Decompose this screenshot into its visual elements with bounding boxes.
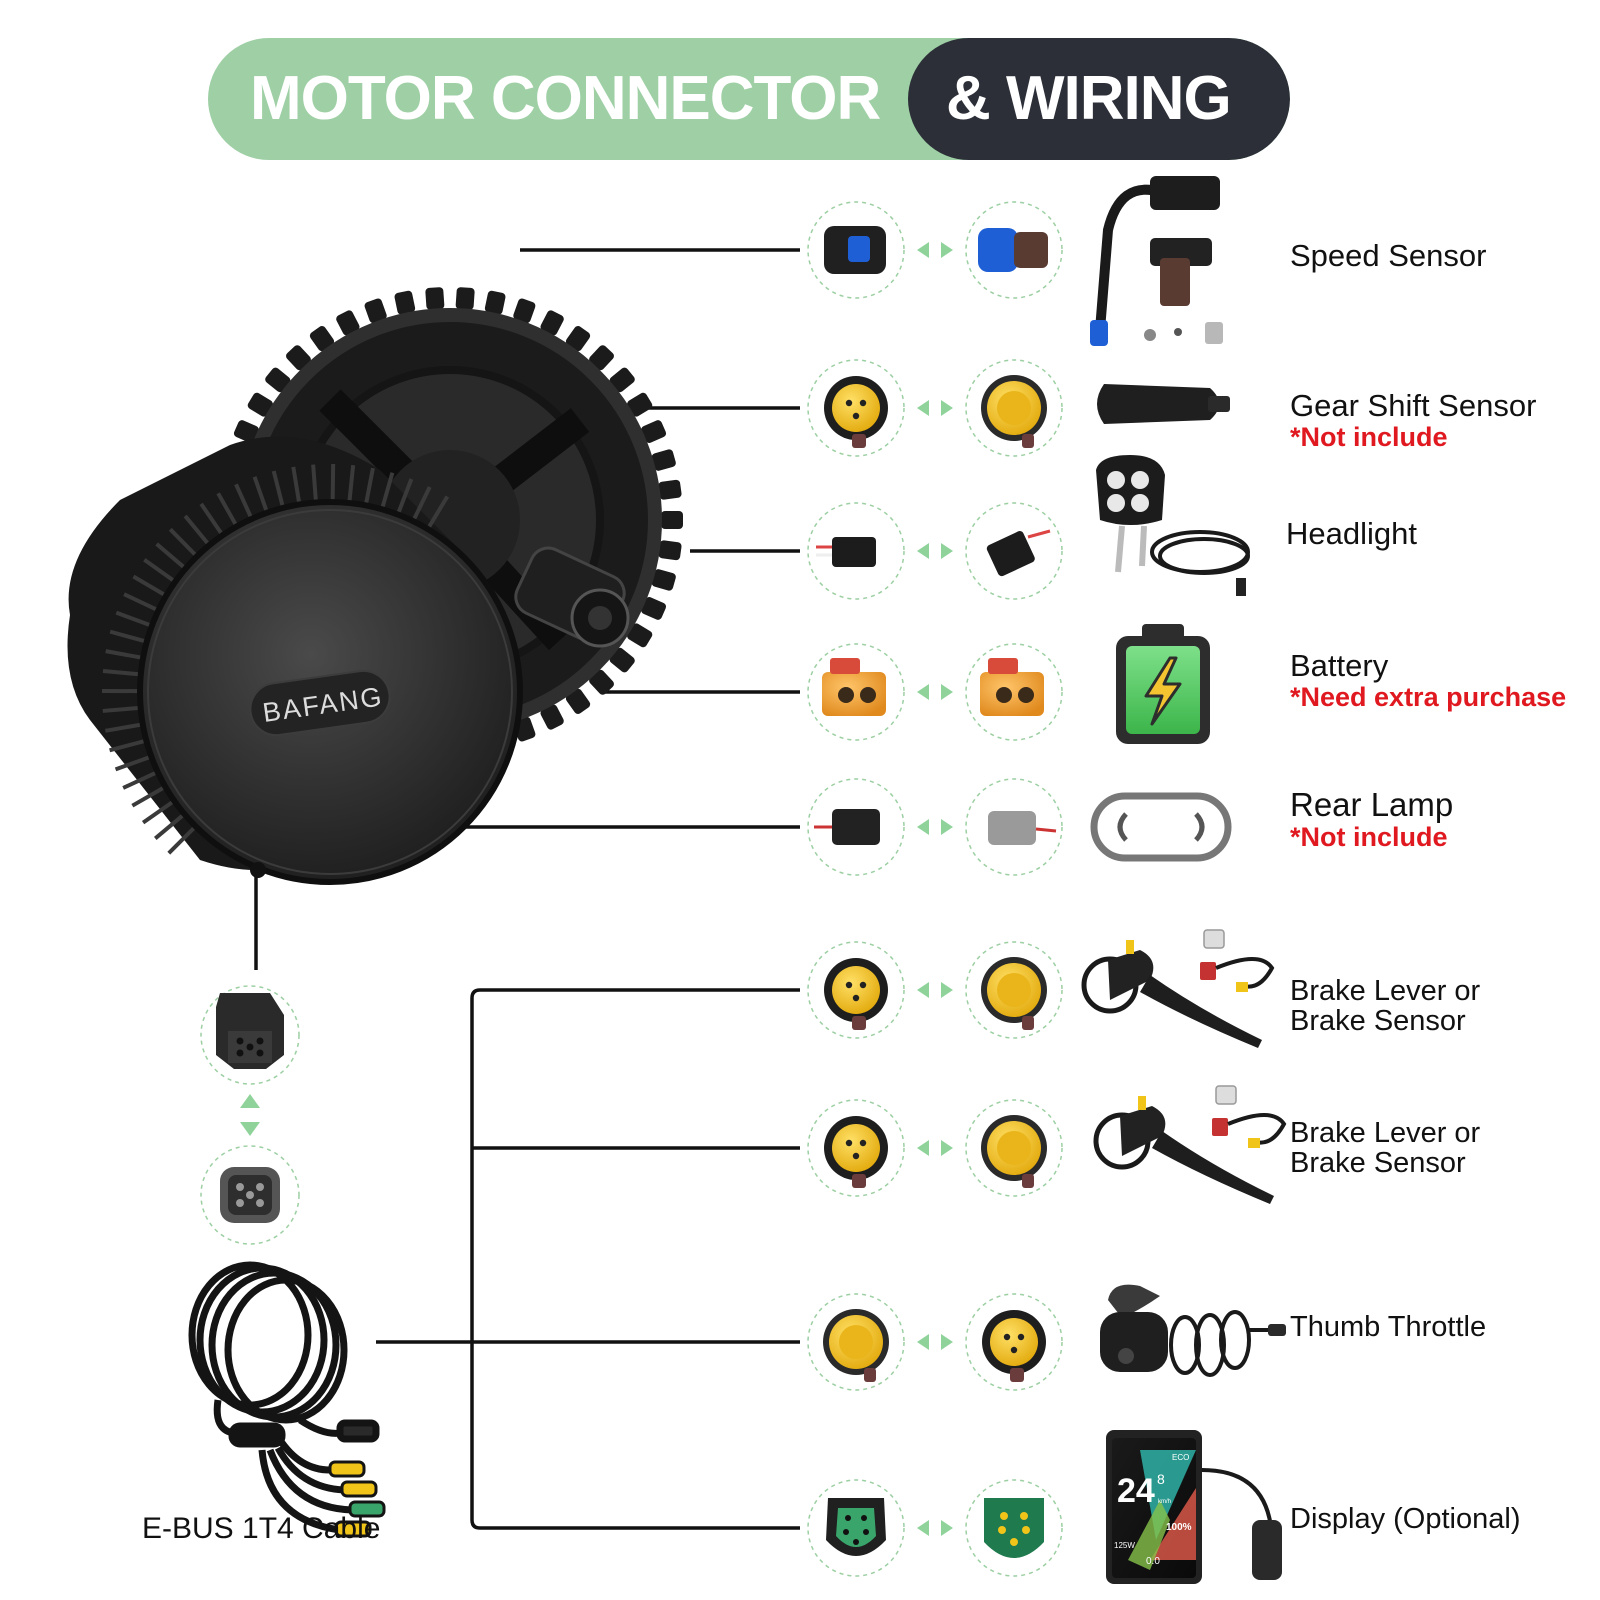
label-brake-1: Brake Lever or Brake Sensor: [1290, 976, 1480, 1037]
connector-pair-battery: [807, 643, 1063, 741]
label-brake-2: Brake Lever or Brake Sensor: [1290, 1118, 1480, 1179]
rear-lamp-icon: [1090, 792, 1232, 862]
motor-image: BAFANG: [67, 287, 683, 885]
label-display: Display (Optional): [1290, 1503, 1521, 1535]
display-trip: 0.0: [1146, 1556, 1160, 1567]
display-power: 125W: [1114, 1541, 1135, 1550]
headlight-icon: [1096, 455, 1250, 596]
motor-plug-female-icon: [220, 1167, 280, 1223]
connector-motor-side-icon: [824, 1116, 888, 1188]
display-unit: km/h: [1158, 1499, 1171, 1505]
connector-motor-side-icon: [822, 658, 886, 716]
ebus-cable-image: [188, 1261, 386, 1538]
connector-device-side-icon: [986, 529, 1051, 577]
label-name: Headlight: [1286, 516, 1417, 551]
connector-device-side-icon: [981, 957, 1047, 1030]
label-name: Thumb Throttle: [1290, 1311, 1487, 1343]
display-speed: 24: [1117, 1472, 1155, 1510]
title-part1: MOTOR CONNECTOR: [250, 64, 881, 133]
arrow-up-icon: [240, 1094, 260, 1108]
gear-shift-sensor-icon: [1097, 384, 1230, 424]
label-note: *Need extra purchase: [1290, 681, 1567, 712]
connector-pair-speed-sensor: [807, 201, 1063, 299]
connector-pair-rear-lamp: [807, 778, 1063, 876]
speed-sensor-icon: [1090, 176, 1223, 346]
wire-ebus-bus: [470, 988, 800, 1530]
label-name: Rear Lamp: [1290, 786, 1454, 823]
motor-plug-connectors: [200, 985, 300, 1245]
connector-device-side-icon: [978, 228, 1048, 272]
double-arrow-icon: [917, 1520, 953, 1536]
display-speed-decimal: 8: [1157, 1471, 1165, 1487]
brake-lever-icon: [1081, 929, 1275, 1048]
connector-device-side-icon: [981, 1115, 1047, 1188]
connector-pair-display: [807, 1479, 1063, 1577]
connector-pair-brake-1: [807, 941, 1063, 1039]
connector-motor-side-icon: [824, 226, 886, 274]
label-speed-sensor: Speed Sensor: [1290, 238, 1487, 273]
title-part2: & WIRING: [946, 64, 1232, 133]
connector-pair-throttle: [807, 1293, 1063, 1391]
label-name: Speed Sensor: [1290, 238, 1487, 273]
connector-device-side-icon: [982, 1310, 1046, 1382]
double-arrow-icon: [917, 819, 953, 835]
label-thumb-throttle: Thumb Throttle: [1290, 1311, 1487, 1343]
connector-device-side-icon: [981, 375, 1047, 448]
title-banner: MOTOR CONNECTOR & WIRING: [208, 38, 1290, 160]
connector-pair-headlight: [807, 502, 1063, 600]
connector-motor-side-icon: [814, 809, 880, 845]
label-line2: Brake Sensor: [1290, 1005, 1466, 1038]
label-headlight: Headlight: [1286, 516, 1417, 551]
brake-lever-icon: [1093, 1085, 1287, 1204]
display-icon: 24 8 km/h ECO 100% 125W 0.0: [1106, 1430, 1282, 1584]
display-battery: 100%: [1166, 1522, 1192, 1533]
motor-plug-male-icon: [216, 993, 284, 1069]
connector-pair-brake-2: [807, 1099, 1063, 1197]
label-battery: Battery *Need extra purchase: [1290, 648, 1567, 712]
ebus-cable-label: E-BUS 1T4 Cable: [142, 1512, 381, 1545]
label-line1: Brake Lever or: [1290, 1117, 1481, 1149]
connector-device-side-icon: [980, 658, 1044, 716]
label-name: Gear Shift Sensor: [1290, 388, 1537, 423]
label-name: Battery: [1290, 648, 1389, 683]
connector-motor-side-icon: [826, 1498, 886, 1556]
title-banner-dark-segment: [908, 38, 1290, 160]
label-line2: Brake Sensor: [1290, 1147, 1466, 1180]
double-arrow-icon: [917, 1334, 953, 1350]
label-note: *Not include: [1290, 421, 1448, 452]
connector-motor-side-icon: [823, 1309, 889, 1382]
label-line1: Brake Lever or: [1290, 975, 1481, 1007]
double-arrow-icon: [917, 684, 953, 700]
connector-motor-side-icon: [824, 958, 888, 1030]
double-arrow-icon: [917, 543, 953, 559]
connector-pairs: [807, 201, 1063, 1577]
connector-device-side-icon: [988, 811, 1057, 845]
connector-motor-side-icon: [816, 537, 876, 567]
double-arrow-icon: [917, 982, 953, 998]
connector-device-side-icon: [984, 1498, 1044, 1558]
thumb-throttle-icon: [1100, 1284, 1286, 1377]
label-note: *Not include: [1290, 821, 1448, 852]
arrow-down-icon: [240, 1122, 260, 1136]
display-mode: ECO: [1172, 1453, 1189, 1462]
connector-pair-gear-shift: [807, 359, 1063, 457]
connector-motor-side-icon: [824, 376, 888, 448]
label-name: Display (Optional): [1290, 1503, 1521, 1535]
double-arrow-icon: [917, 400, 953, 416]
wire-lines: [254, 248, 800, 1530]
double-arrow-icon: [917, 242, 953, 258]
double-arrow-icon: [917, 1140, 953, 1156]
label-rear-lamp: Rear Lamp *Not include: [1290, 786, 1454, 852]
motor-cooling-fins: [101, 463, 450, 855]
battery-icon: [1116, 624, 1210, 744]
label-gear-shift-sensor: Gear Shift Sensor *Not include: [1290, 388, 1537, 452]
